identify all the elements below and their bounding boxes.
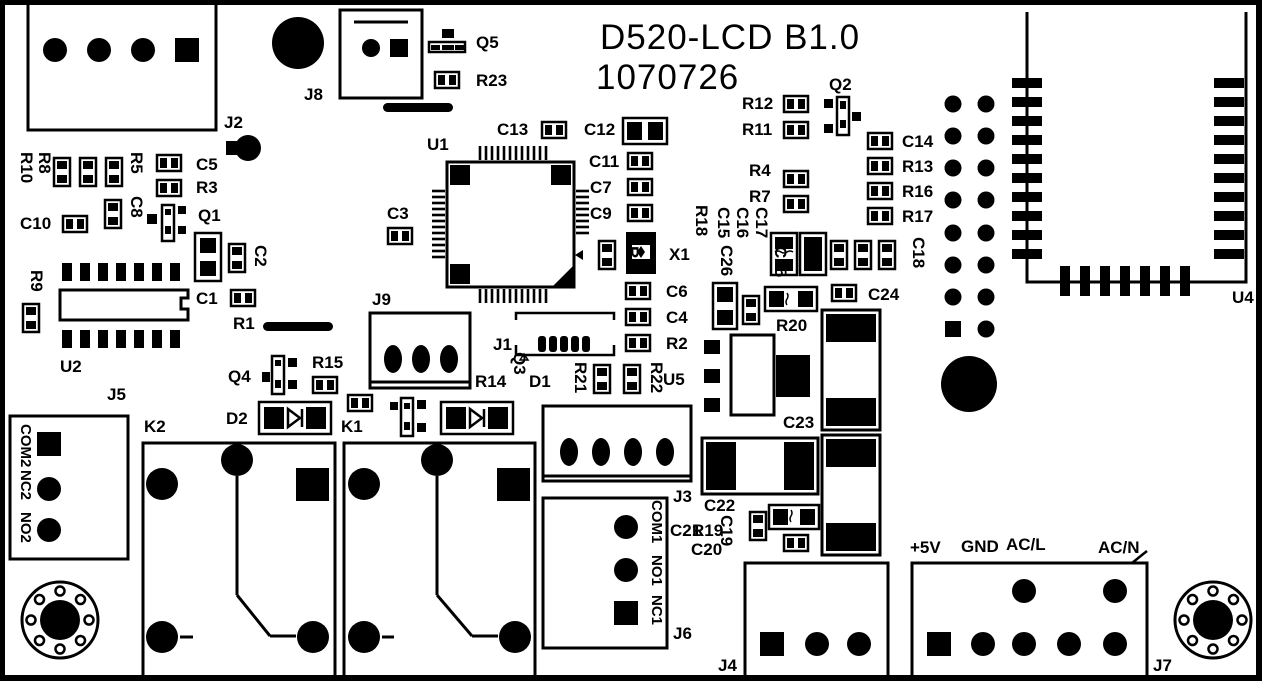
label-q3: Q3 (510, 352, 529, 375)
label-j4: J4 (718, 656, 737, 675)
label-u1: U1 (427, 135, 449, 154)
label-pin-com2: COM2 (17, 424, 34, 468)
board-date-code: 1070726 (596, 58, 740, 97)
label-u5: U5 (663, 370, 685, 389)
label-r21: R21 (571, 362, 590, 394)
board-title: D520-LCD B1.0 (600, 18, 861, 57)
label-j9: J9 (372, 290, 391, 309)
label-c20: C20 (691, 540, 723, 559)
label-j7: J7 (1153, 656, 1172, 675)
label-r2: R2 (666, 334, 688, 353)
label-r11: R11 (742, 120, 773, 139)
label-c9: C9 (590, 204, 612, 223)
label-c21: C21 (670, 521, 702, 540)
label-pin-com1: COM1 (648, 500, 665, 544)
label-r12: R12 (742, 94, 774, 113)
label-pin-nc1: NC1 (648, 595, 665, 626)
label-q5: Q5 (476, 33, 499, 52)
label-q1: Q1 (198, 206, 221, 225)
label-j1: J1 (493, 335, 512, 354)
label-r23: R23 (476, 71, 508, 90)
label-c16: C16 (733, 207, 752, 239)
label-c1: C1 (196, 289, 218, 308)
label-r22: R22 (647, 362, 666, 394)
label-r8: R8 (35, 152, 54, 174)
label-c18: C18 (909, 237, 928, 269)
label-r20: R20 (776, 316, 808, 335)
label-u4: U4 (1232, 288, 1254, 307)
label-r17: R17 (902, 207, 934, 226)
label-r3: R3 (196, 178, 218, 197)
label-pin-no2: NO2 (17, 512, 34, 543)
label-pin-acn: AC/N (1098, 538, 1140, 557)
label-r13: R13 (902, 157, 934, 176)
label-c4: C4 (666, 308, 688, 327)
label-pin-nc2: NC2 (17, 470, 34, 501)
label-q2: Q2 (829, 75, 852, 94)
label-c8: C8 (127, 196, 146, 218)
label-u2: U2 (60, 357, 82, 376)
label-c10: C10 (20, 214, 52, 233)
label-r19: R19 (692, 521, 724, 540)
label-c22: C22 (704, 496, 736, 515)
label-pin-gnd: GND (961, 537, 999, 556)
label-r10: R10 (17, 152, 36, 184)
label-j5: J5 (107, 385, 126, 404)
label-c6: C6 (666, 282, 688, 301)
label-r14: R14 (475, 372, 507, 391)
label-q4: Q4 (228, 367, 251, 386)
label-r18: R18 (692, 205, 711, 237)
label-d2: D2 (226, 409, 248, 428)
label-c3: C3 (387, 204, 409, 223)
label-j2: J2 (224, 113, 243, 132)
label-r6: R6 (623, 246, 642, 268)
label-j8: J8 (304, 85, 323, 104)
label-c7: C7 (590, 178, 612, 197)
label-pin-5v: +5V (910, 538, 941, 557)
label-c2: C2 (251, 245, 270, 267)
label-c5: C5 (196, 155, 218, 174)
label-c24: C24 (868, 285, 900, 304)
label-pin-no1: NO1 (648, 555, 665, 586)
label-c14: C14 (902, 132, 934, 151)
label-r5: R5 (127, 152, 146, 174)
label-r15: R15 (312, 353, 344, 372)
label-pin-acl: AC/L (1006, 535, 1046, 554)
label-k2: K2 (144, 417, 166, 436)
label-c17: C17 (752, 207, 771, 239)
label-r4: R4 (749, 161, 771, 180)
label-d1: D1 (529, 372, 551, 391)
label-j6: J6 (673, 624, 692, 643)
label-c12: C12 (584, 120, 616, 139)
label-c23: C23 (783, 413, 815, 432)
label-c11: C11 (589, 152, 620, 171)
label-c25: C25 (771, 246, 790, 278)
label-c26: C26 (717, 245, 736, 277)
label-r1: R1 (233, 314, 255, 333)
label-r9: R9 (27, 270, 46, 292)
label-j3: J3 (673, 487, 692, 506)
label-r7: R7 (749, 187, 771, 206)
label-x1: X1 (669, 245, 690, 264)
label-k1: K1 (341, 417, 363, 436)
label-r16: R16 (902, 182, 934, 201)
label-c13: C13 (497, 120, 529, 139)
label-c15: C15 (714, 207, 733, 239)
